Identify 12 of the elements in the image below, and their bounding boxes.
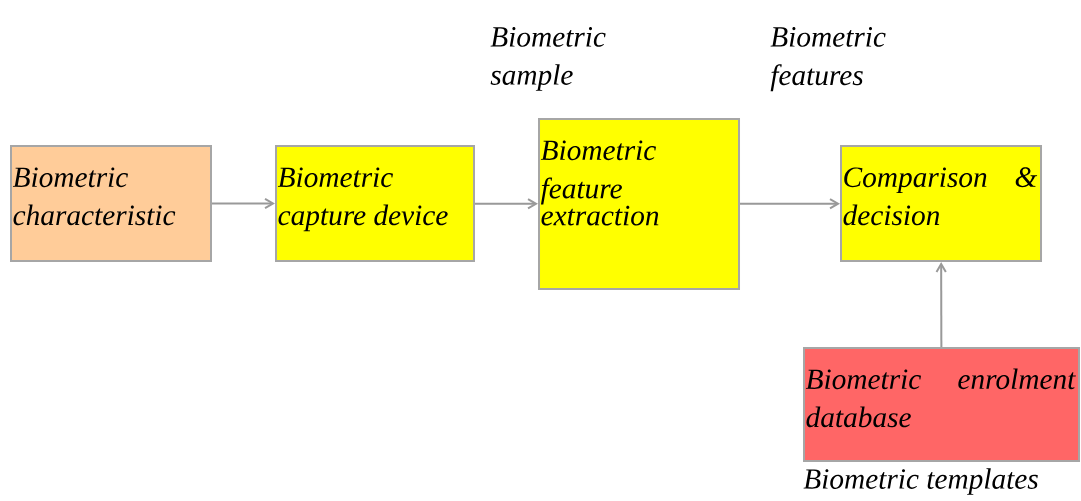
caption-text: Biometric templates bbox=[803, 468, 1038, 495]
annotation-text: Biometric features bbox=[770, 27, 886, 92]
process-box: Comparison & decision bbox=[840, 145, 1042, 262]
process-box: Biometric capture device bbox=[275, 145, 475, 262]
arrow bbox=[935, 262, 947, 348]
process-box: Biometric feature extraction bbox=[538, 118, 740, 290]
process-box: Biometric enrolment database bbox=[803, 347, 1080, 462]
arrow bbox=[474, 198, 538, 210]
arrow bbox=[739, 198, 840, 210]
annotation-text: Biometric sample bbox=[490, 27, 606, 91]
arrow bbox=[211, 197, 275, 210]
process-box: Biometric characteristic bbox=[10, 145, 212, 262]
